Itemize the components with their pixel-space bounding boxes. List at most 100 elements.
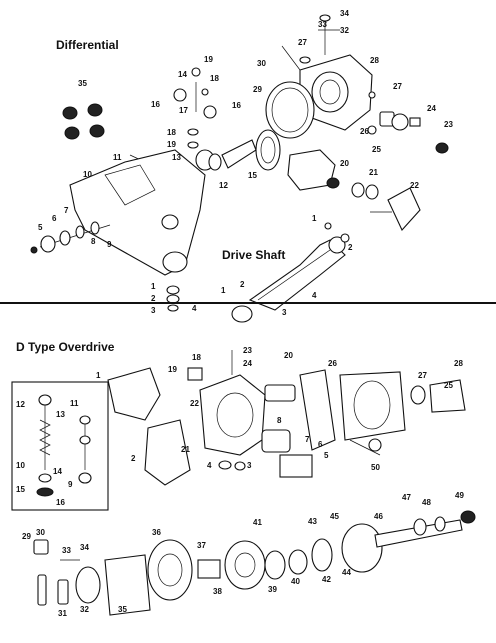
part-label: 20 xyxy=(284,351,293,360)
part-label: 2 xyxy=(240,280,245,289)
part-label: 10 xyxy=(83,170,92,179)
part-label: 18 xyxy=(192,353,201,362)
part-label: 21 xyxy=(369,168,378,177)
part-label: 20 xyxy=(340,159,349,168)
part-label: 16 xyxy=(151,100,160,109)
part-label: 25 xyxy=(444,381,453,390)
part-label: 34 xyxy=(80,543,89,552)
overdrive-assembly xyxy=(11,350,476,616)
part-label: 44 xyxy=(342,568,351,577)
part-label: 2 xyxy=(348,243,353,252)
part-label: 21 xyxy=(181,445,190,454)
part-label: 16 xyxy=(232,101,241,110)
part-label: 5 xyxy=(38,223,43,232)
part-label: 34 xyxy=(340,9,349,18)
part-label: 9 xyxy=(107,240,112,249)
part-label: 11 xyxy=(113,153,122,162)
part-label: 24 xyxy=(427,104,436,113)
part-label: 47 xyxy=(402,493,411,502)
part-label: 30 xyxy=(36,528,45,537)
part-label: 28 xyxy=(370,56,379,65)
part-label: 12 xyxy=(219,181,228,190)
part-label: 29 xyxy=(22,532,31,541)
part-label: 27 xyxy=(393,82,402,91)
part-label: 27 xyxy=(298,38,307,47)
part-label: 3 xyxy=(151,306,156,315)
part-label: 26 xyxy=(328,359,337,368)
part-label: 30 xyxy=(257,59,266,68)
part-label: 3 xyxy=(282,308,287,317)
part-label: 4 xyxy=(192,304,197,313)
part-label: 39 xyxy=(268,585,277,594)
section-divider xyxy=(0,302,496,304)
part-label: 1 xyxy=(221,286,226,295)
part-label: 48 xyxy=(422,498,431,507)
part-label: 13 xyxy=(56,410,65,419)
part-label: 29 xyxy=(253,85,262,94)
part-label: 32 xyxy=(80,605,89,614)
part-label: 19 xyxy=(204,55,213,64)
part-label: 15 xyxy=(248,171,257,180)
part-label: 14 xyxy=(53,467,62,476)
part-label: 4 xyxy=(312,291,317,300)
part-label: 35 xyxy=(78,79,87,88)
part-label: 7 xyxy=(305,435,310,444)
drive-shaft-heading: Drive Shaft xyxy=(222,248,286,262)
part-label: 5 xyxy=(324,451,329,460)
part-label: 31 xyxy=(58,609,67,618)
part-label: 43 xyxy=(308,517,317,526)
part-label: 27 xyxy=(418,371,427,380)
inset-box xyxy=(11,381,109,511)
part-label: 8 xyxy=(277,416,282,425)
part-label: 19 xyxy=(168,365,177,374)
part-label: 18 xyxy=(167,128,176,137)
part-label: 36 xyxy=(152,528,161,537)
part-label: 4 xyxy=(207,461,212,470)
part-label: 50 xyxy=(371,463,380,472)
part-label: 22 xyxy=(410,181,419,190)
part-label: 28 xyxy=(454,359,463,368)
part-label: 11 xyxy=(70,399,79,408)
overdrive-heading: D Type Overdrive xyxy=(16,340,115,354)
part-label: 7 xyxy=(64,206,69,215)
part-label: 32 xyxy=(340,26,349,35)
part-label: 14 xyxy=(178,70,187,79)
part-label: 23 xyxy=(243,346,252,355)
drive-shaft-assembly xyxy=(231,222,350,323)
part-label: 9 xyxy=(68,480,73,489)
part-label: 13 xyxy=(172,153,181,162)
part-label: 33 xyxy=(62,546,71,555)
part-label: 6 xyxy=(318,440,323,449)
part-label: 40 xyxy=(291,577,300,586)
part-label: 1 xyxy=(96,371,101,380)
part-label: 8 xyxy=(91,237,96,246)
part-label: 22 xyxy=(190,399,199,408)
part-label: 12 xyxy=(16,400,25,409)
part-label: 6 xyxy=(52,214,57,223)
part-label: 2 xyxy=(131,454,136,463)
differential-heading: Differential xyxy=(56,38,119,52)
part-label: 15 xyxy=(16,485,25,494)
part-label: 3 xyxy=(247,461,252,470)
part-label: 10 xyxy=(16,461,25,470)
part-label: 41 xyxy=(253,518,262,527)
part-label: 46 xyxy=(374,512,383,521)
part-label: 37 xyxy=(197,541,206,550)
part-label: 23 xyxy=(444,120,453,129)
part-label: 19 xyxy=(167,140,176,149)
part-label: 17 xyxy=(179,106,188,115)
part-label: 24 xyxy=(243,359,252,368)
part-label: 1 xyxy=(312,214,317,223)
part-label: 38 xyxy=(213,587,222,596)
part-number-labels: 34 33 32 27 30 28 27 19 14 18 16 17 16 3… xyxy=(16,9,464,618)
part-label: 2 xyxy=(151,294,156,303)
part-label: 33 xyxy=(318,20,327,29)
part-label: 45 xyxy=(330,512,339,521)
part-label: 1 xyxy=(151,282,156,291)
part-label: 35 xyxy=(118,605,127,614)
part-label: 16 xyxy=(56,498,65,507)
part-label: 18 xyxy=(210,74,219,83)
part-label: 49 xyxy=(455,491,464,500)
